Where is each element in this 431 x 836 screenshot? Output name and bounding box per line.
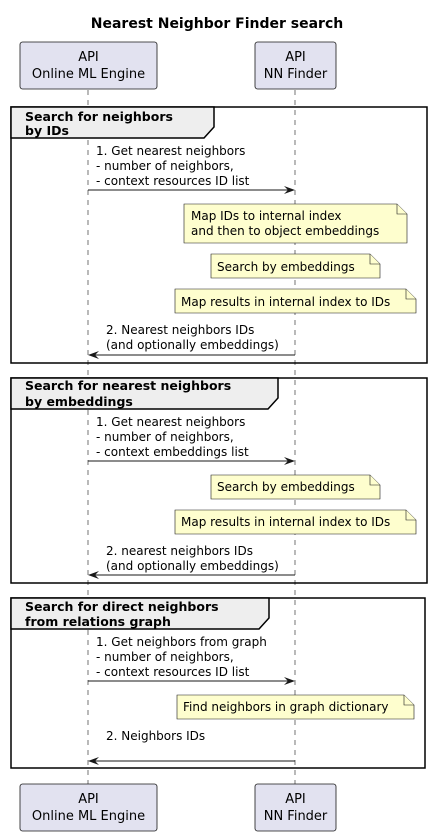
participant-label-line1: API	[78, 50, 99, 65]
message-label: 2. nearest neighbors IDs	[106, 544, 253, 558]
group-title-line2: by embeddings	[25, 394, 133, 409]
note-map-ids: Map IDs to internal index and then to ob…	[183, 203, 408, 244]
arrowhead	[88, 757, 99, 765]
participant-label-line1: API	[285, 792, 306, 807]
message-label: - number of neighbors,	[96, 159, 234, 173]
note-map-results: Map results in internal index to IDs	[174, 509, 417, 535]
note-text: Search by embeddings	[217, 260, 355, 274]
participant-nn-finder-bottom: API NN Finder	[254, 783, 337, 832]
group-tab	[10, 597, 270, 630]
group-frame	[10, 106, 428, 364]
note-map-results: Map results in internal index to IDs	[174, 288, 417, 314]
arrowhead	[88, 351, 99, 359]
note-text: Map results in internal index to IDs	[181, 295, 390, 309]
group-search-by-ids: Search for neighbors by IDs 1. Get neare…	[10, 106, 428, 364]
participant-label-line2: NN Finder	[264, 809, 328, 824]
group-search-direct-neighbors: Search for direct neighbors from relatio…	[10, 597, 426, 769]
message-label: (and optionally embeddings)	[106, 338, 279, 352]
message-label: 2. Neighbors IDs	[106, 729, 205, 743]
message-label: - number of neighbors,	[96, 430, 234, 444]
note-search-by-embeddings: Search by embeddings	[210, 474, 381, 500]
participant-label-line1: API	[78, 792, 99, 807]
participant-online-ml-engine-top: API Online ML Engine	[19, 41, 158, 90]
participant-label-line2: Online ML Engine	[32, 67, 145, 82]
participant-label-line1: API	[285, 50, 306, 65]
note-search-by-embeddings: Search by embeddings	[210, 253, 381, 279]
group-title-line1: Search for direct neighbors	[25, 599, 219, 614]
note-text: Map IDs to internal index	[191, 209, 342, 223]
message-label: 1. Get nearest neighbors	[96, 144, 245, 158]
message-label: (and optionally embeddings)	[106, 559, 279, 573]
note-text: Find neighbors in graph dictionary	[183, 700, 389, 714]
participant-nn-finder-top: API NN Finder	[254, 41, 337, 90]
arrowhead	[284, 677, 295, 685]
note-text: and then to object embeddings	[191, 224, 379, 238]
arrowhead	[284, 186, 295, 194]
group-title-line2: from relations graph	[25, 614, 171, 629]
message-label: - context resources ID list	[96, 665, 250, 679]
message-label: - context resources ID list	[96, 174, 250, 188]
group-tab	[10, 377, 279, 410]
group-tab	[10, 106, 215, 139]
arrowhead	[88, 571, 99, 579]
group-title-line1: Search for neighbors	[25, 109, 173, 124]
note-text: Search by embeddings	[217, 480, 355, 494]
message-label: - context embeddings list	[96, 445, 249, 459]
group-search-by-embeddings: Search for nearest neighbors by embeddin…	[10, 377, 428, 584]
message-label: 1. Get nearest neighbors	[96, 415, 245, 429]
arrowhead	[284, 457, 295, 465]
participant-label-line2: Online ML Engine	[32, 809, 145, 824]
message-label: - number of neighbors,	[96, 650, 234, 664]
group-title-line1: Search for nearest neighbors	[25, 378, 231, 393]
group-title-line2: by IDs	[25, 123, 69, 138]
message-label: 2. Nearest neighbors IDs	[106, 323, 254, 337]
diagram-title: Nearest Neighbor Finder search	[91, 16, 343, 32]
note-find-neighbors-graph: Find neighbors in graph dictionary	[176, 694, 415, 720]
participant-online-ml-engine-bottom: API Online ML Engine	[19, 783, 158, 832]
message-label: 1. Get neighbors from graph	[96, 635, 267, 649]
note-text: Map results in internal index to IDs	[181, 515, 390, 529]
participant-label-line2: NN Finder	[264, 67, 328, 82]
